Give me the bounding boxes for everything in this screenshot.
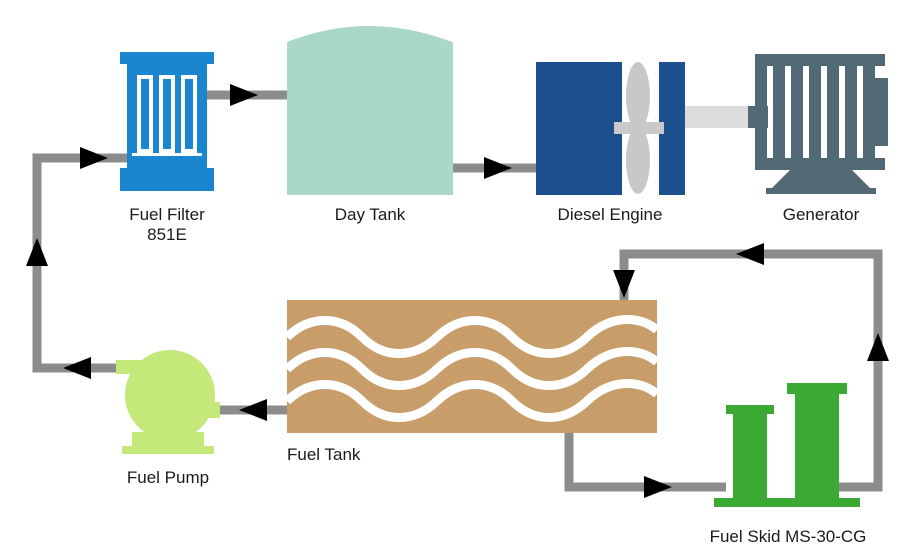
arrow-right-filter-daytank <box>230 84 258 106</box>
arrow-up-right-pipe <box>867 333 889 361</box>
arrow-right-to-skid <box>644 476 672 498</box>
diesel-engine-label: Diesel Engine <box>558 205 663 224</box>
day-tank-label: Day Tank <box>335 205 406 224</box>
generator-label: Generator <box>783 205 860 224</box>
fuel-pump-label: Fuel Pump <box>127 468 209 487</box>
arrow-left-top <box>736 243 764 265</box>
fuel-filter-model-label: 851E <box>147 225 187 244</box>
pipe-skid-to-tank <box>619 249 883 492</box>
fuel-tank <box>283 300 660 433</box>
day-tank <box>287 26 453 195</box>
diesel-engine <box>536 62 685 195</box>
fuel-filter-label: Fuel Filter <box>129 205 205 224</box>
flow-arrows <box>26 84 889 498</box>
fuel-skid <box>714 383 860 507</box>
drive-shaft <box>685 106 755 128</box>
generator <box>748 54 888 194</box>
pipe-tank-to-skid <box>564 433 726 492</box>
arrow-left-bottom <box>63 357 91 379</box>
arrow-right-daytank-engine <box>484 157 512 179</box>
arrow-left-tank-pump <box>239 399 267 421</box>
arrow-down-to-tank <box>613 270 635 298</box>
arrow-right-into-filter <box>80 147 108 169</box>
fuel-tank-label: Fuel Tank <box>287 445 361 464</box>
fuel-pump <box>116 350 220 454</box>
arrow-up-left-pipe <box>26 238 48 266</box>
labels: Fuel Filter 851E Day Tank Diesel Engine … <box>127 205 867 546</box>
fuel-skid-label: Fuel Skid MS-30-CG <box>710 527 867 546</box>
fuel-filter <box>120 52 214 191</box>
